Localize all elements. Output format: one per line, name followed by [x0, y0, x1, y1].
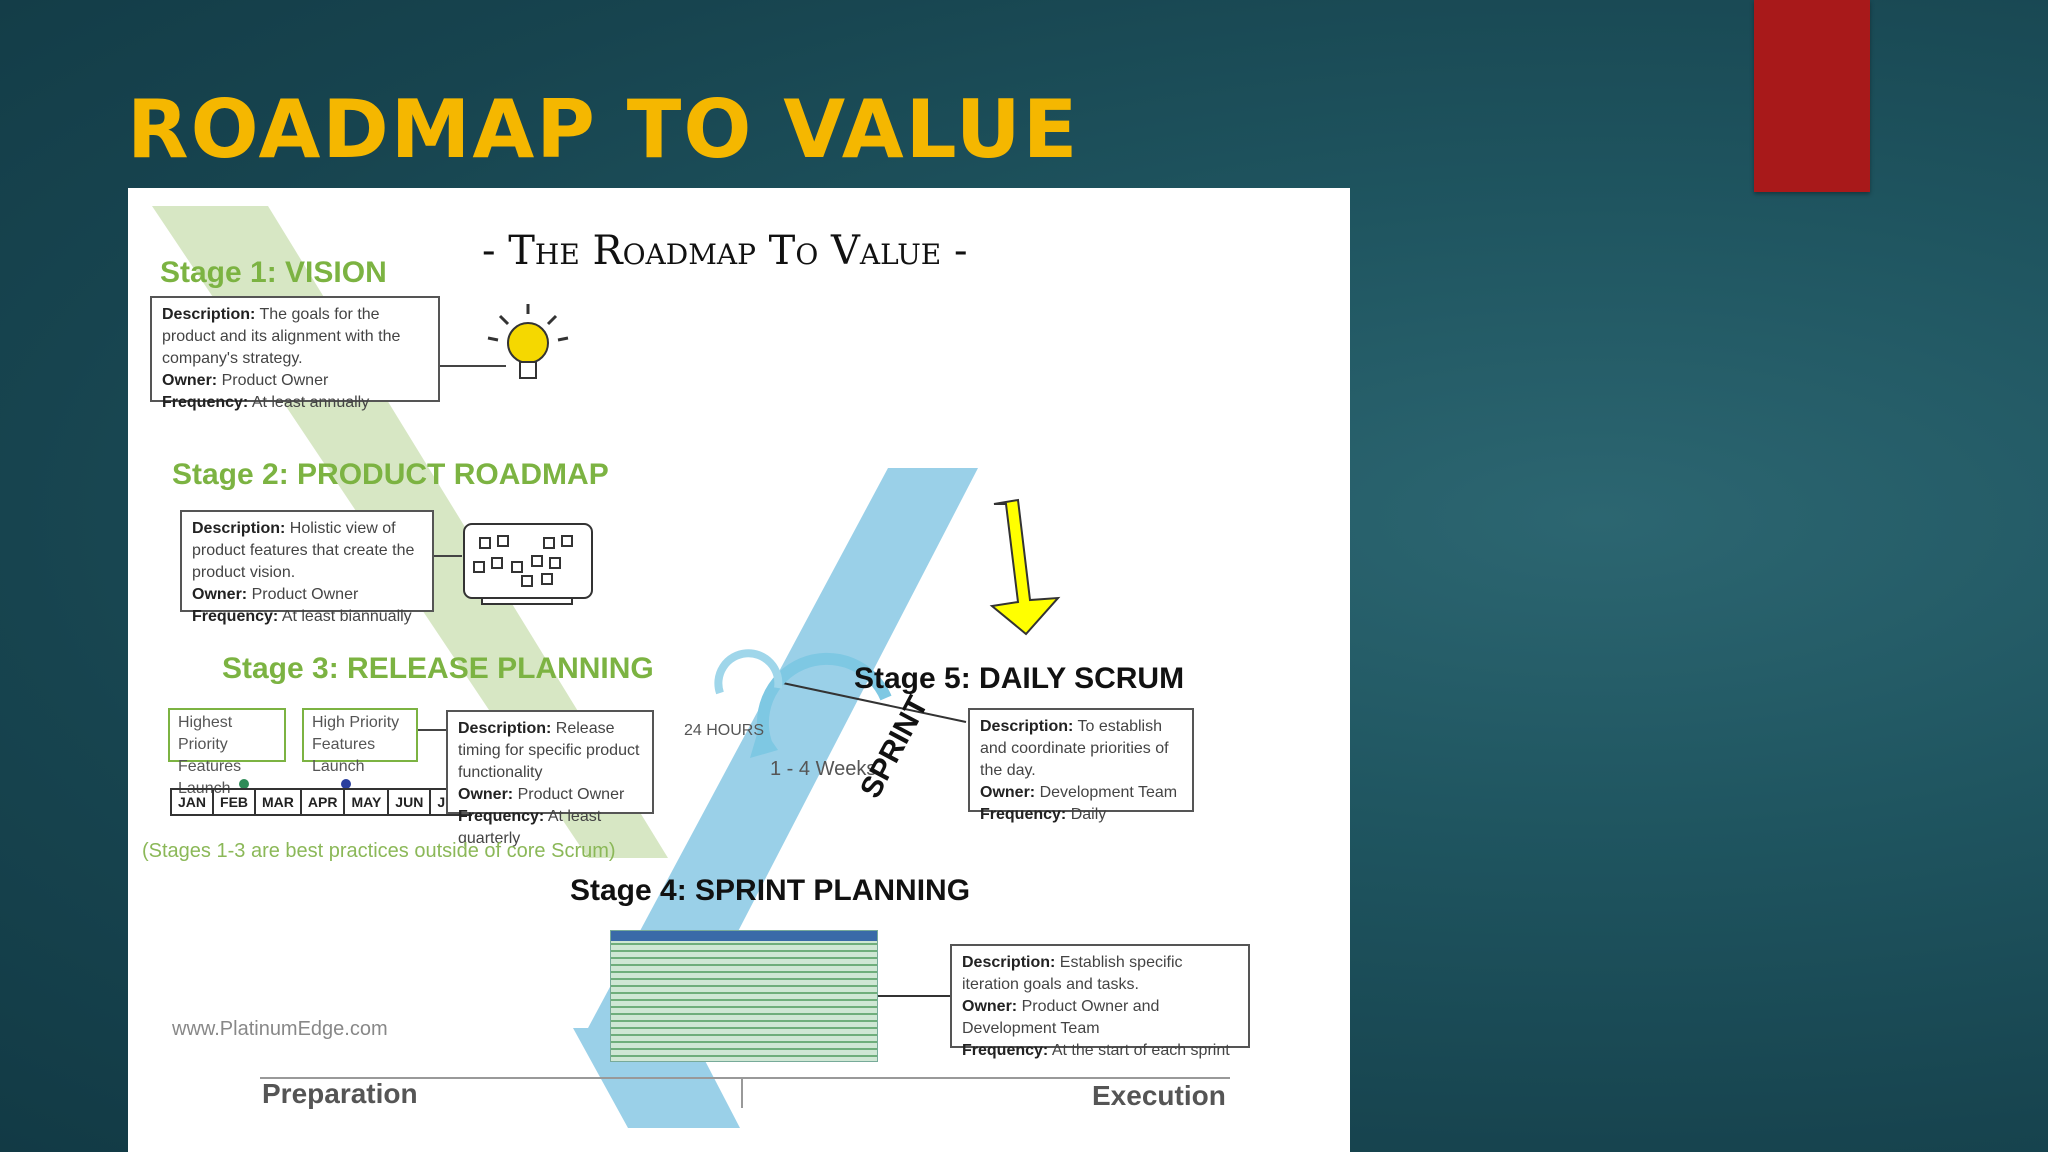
scrum-note: (Stages 1-3 are best practices outside o…: [142, 840, 616, 862]
stage2-label: Stage 2: PRODUCT ROADMAP: [172, 458, 609, 491]
decorative-red-tab: [1754, 0, 1870, 192]
hours-label: 24 HOURS: [684, 722, 765, 739]
daily-cycle-arc: [714, 649, 783, 695]
high-priority-box: High Priority Features Launch: [302, 708, 418, 775]
stage5-label: Stage 5: DAILY SCRUM: [854, 662, 1185, 695]
highest-priority-box: Highest Priority Features Launch: [168, 708, 286, 797]
figure-heading: - The Roadmap To Value -: [482, 228, 968, 274]
stage5-description-box: Description: To establish and coordinate…: [968, 708, 1194, 823]
stage3-description-box: Description: Release timing for specific…: [446, 710, 654, 847]
lightbulb-icon: [487, 304, 569, 379]
sprint-cycle-arc: [756, 652, 892, 751]
stage3-label: Stage 3: RELEASE PLANNING: [222, 652, 654, 685]
website-label: www.PlatinumEdge.com: [172, 1018, 388, 1040]
preparation-label: Preparation: [262, 1078, 418, 1109]
daily-scrum-pointer: [777, 681, 967, 723]
slide-title: ROADMAP TO VALUE: [127, 83, 1080, 176]
stage1-description-box: Description: The goals for the product a…: [150, 296, 440, 411]
blue-v-band: [588, 468, 978, 1028]
stage4-label: Stage 4: SPRINT PLANNING: [570, 874, 971, 907]
release-months: JAN FEB MAR APR MAY JUN JUL: [170, 788, 472, 816]
sprint-backlog-thumbnail: [610, 930, 878, 1062]
weeks-label: 1 - 4 Weeks: [770, 758, 877, 780]
stage4-description-box: Description: Establish specific iteratio…: [950, 944, 1250, 1059]
roadmap-board-icon: [463, 523, 593, 605]
execution-label: Execution: [1092, 1080, 1226, 1111]
roadmap-figure: - The Roadmap To Value - Stage 1: VISION…: [128, 188, 1350, 1152]
stage2-description-box: Description: Holistic view of product fe…: [180, 510, 434, 625]
stage1-label: Stage 1: VISION: [160, 256, 387, 289]
yellow-down-arrow: [989, 498, 1061, 636]
